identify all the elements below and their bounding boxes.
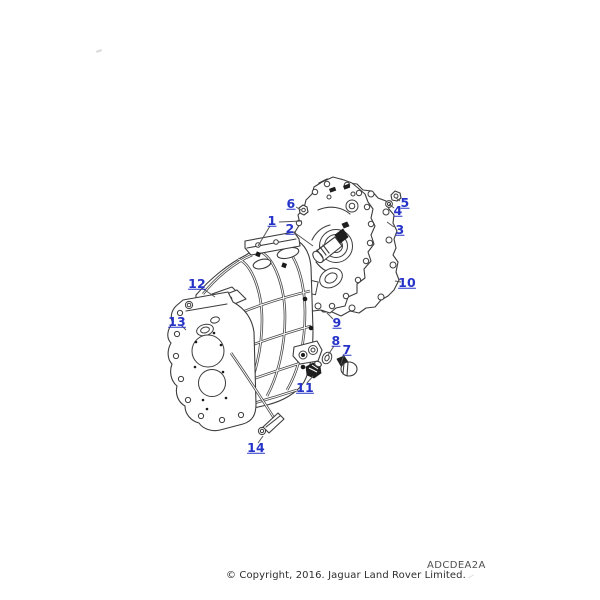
leader-line-1 [257, 225, 271, 247]
shaft-assembly [311, 222, 349, 265]
callout-6[interactable]: 6 [286, 195, 296, 211]
callout-1[interactable]: 1 [267, 212, 277, 228]
leader-line-13 [180, 324, 187, 331]
copyright-text: © Copyright, 2016. Jaguar Land Rover Lim… [226, 570, 466, 581]
washer-8 [320, 351, 333, 366]
leader-line-6 [295, 206, 302, 211]
leader-line-4 [388, 203, 395, 209]
callout-8[interactable]: 8 [331, 332, 341, 348]
leader-line-8 [327, 345, 335, 356]
leader-line-14 [257, 435, 264, 444]
leader-line-1 [278, 220, 303, 223]
callout-5[interactable]: 5 [400, 194, 410, 210]
drain-plug-7 [337, 356, 357, 376]
callout-7[interactable]: 7 [342, 341, 352, 357]
callout-3[interactable]: 3 [395, 221, 405, 237]
front-plate [168, 292, 256, 431]
callout-4[interactable]: 4 [393, 202, 403, 218]
leader-line-10 [394, 280, 402, 283]
leader-line-3 [386, 221, 395, 228]
leader-line-7 [340, 353, 345, 365]
leader-line-9 [326, 312, 334, 320]
bolt-6 [299, 205, 308, 215]
leader-line-11 [306, 375, 314, 384]
leader-line-12 [201, 287, 216, 298]
leader-line-2 [294, 232, 314, 247]
plug-11 [306, 360, 322, 378]
callout-12[interactable]: 12 [188, 275, 206, 291]
callout-11[interactable]: 11 [296, 379, 314, 395]
callout-10[interactable]: 10 [398, 274, 416, 290]
callout-13[interactable]: 13 [168, 313, 186, 329]
rod-and-breather [229, 351, 284, 435]
callout-2[interactable]: 2 [285, 220, 295, 236]
callout-9[interactable]: 9 [332, 314, 342, 330]
leader-line-5 [395, 197, 401, 202]
callout-14[interactable]: 14 [247, 439, 265, 455]
drawing-code: ADCDEA2A [427, 560, 486, 571]
